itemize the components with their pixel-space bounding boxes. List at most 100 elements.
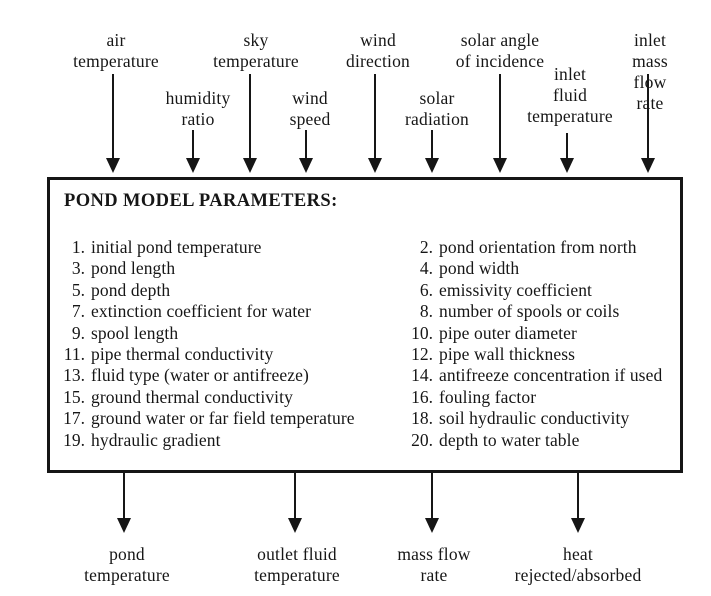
parameter-item: 10. pipe outer diameter	[399, 323, 662, 344]
parameter-number: 12.	[411, 344, 433, 365]
arrow-shaft	[112, 74, 114, 158]
parameter-item: 7. extinction coefficient for water	[51, 301, 355, 322]
parameter-number: 3.	[71, 258, 85, 279]
arrow-down-icon	[425, 158, 439, 173]
parameter-item: 17. ground water or far field temperature	[51, 408, 355, 429]
parameter-text: emissivity coefficient	[439, 279, 593, 300]
parameter-text: ground water or far field temperature	[91, 408, 355, 429]
parameter-item: 12. pipe wall thickness	[399, 344, 662, 365]
parameter-number: 14.	[411, 365, 433, 386]
parameter-item: 5.pond depth	[51, 280, 355, 301]
parameter-number: 6.	[419, 279, 433, 300]
arrow-shaft	[431, 130, 433, 158]
arrow-shaft	[305, 130, 307, 158]
output-label-heat-rejected-absorbed: heat rejected/absorbed	[514, 544, 642, 585]
arrow-down-icon	[560, 158, 574, 173]
parameter-item: 13. fluid type (water or antifreeze)	[51, 365, 355, 386]
arrow-down-icon	[368, 158, 382, 173]
parameter-number: 9.	[71, 322, 85, 343]
parameter-text: number of spools or coils	[439, 301, 620, 322]
parameter-number: 2.	[419, 237, 433, 257]
parameter-text: hydraulic gradient	[91, 429, 221, 450]
parameter-text: pond depth	[91, 279, 171, 300]
parameter-item: 20. depth to water table	[399, 430, 662, 451]
box-title: POND MODEL PARAMETERS:	[64, 191, 338, 211]
output-label-mass-flow-rate: mass flow rate	[397, 544, 471, 585]
parameter-item: 2. pond orientation from north	[399, 237, 662, 258]
input-arrow-wind-speed	[299, 130, 313, 173]
arrow-shaft	[566, 133, 568, 158]
arrow-shaft	[577, 473, 579, 518]
parameter-number: 4.	[419, 258, 433, 279]
parameter-item: 14. antifreeze concentration if used	[399, 365, 662, 386]
arrow-down-icon	[243, 158, 257, 173]
parameter-text: depth to water table	[439, 429, 580, 450]
input-arrow-sky-temperature	[243, 74, 257, 173]
parameter-text: pipe wall thickness	[439, 344, 576, 365]
parameter-item: 4. pond width	[399, 258, 662, 279]
input-label-wind-direction: wind direction	[346, 30, 410, 71]
parameter-number: 8.	[419, 301, 433, 322]
input-label-humidity-ratio: humidity ratio	[165, 88, 231, 129]
parameter-text: ground thermal conductivity	[91, 386, 293, 407]
arrow-down-icon	[299, 158, 313, 173]
parameter-number: 10.	[411, 322, 433, 343]
parameter-item: 11.pipe thermal conductivity	[51, 344, 355, 365]
input-label-wind-speed: wind speed	[289, 88, 331, 129]
parameter-text: antifreeze concentration if used	[439, 365, 663, 386]
parameter-number: 16.	[411, 386, 433, 407]
parameter-number: 15.	[63, 386, 85, 407]
input-label-inlet-fluid-temperature: inlet fluid temperature	[527, 64, 613, 126]
input-arrow-inlet-fluid-temperature	[560, 133, 574, 173]
parameter-number: 19.	[63, 429, 85, 450]
parameter-item: 6. emissivity coefficient	[399, 280, 662, 301]
parameter-item: 16.fouling factor	[399, 387, 662, 408]
arrow-down-icon	[106, 158, 120, 173]
arrow-down-icon	[288, 518, 302, 533]
arrow-shaft	[431, 473, 433, 518]
arrow-shaft	[499, 74, 501, 158]
parameter-number: 13.	[63, 365, 85, 386]
parameter-item: 18.soil hydraulic conductivity	[399, 408, 662, 429]
parameter-number: 7.	[71, 301, 85, 322]
arrow-down-icon	[186, 158, 200, 173]
output-arrow-pond-temperature	[117, 473, 131, 533]
arrow-down-icon	[641, 158, 655, 173]
parameter-text: extinction coefficient for water	[91, 301, 312, 322]
parameter-text: spool length	[91, 322, 179, 343]
input-label-solar-radiation: solar radiation	[405, 88, 469, 129]
input-arrow-inlet-mass-flow-rate	[641, 74, 655, 173]
parameter-number: 17.	[63, 408, 85, 429]
arrow-shaft	[249, 74, 251, 158]
parameter-item: 3. pond length	[51, 258, 355, 279]
parameter-text: fluid type (water or antifreeze)	[91, 365, 309, 386]
output-arrow-mass-flow-rate	[425, 473, 439, 533]
parameter-number: 1.	[71, 237, 85, 257]
arrow-down-icon	[117, 518, 131, 533]
input-arrow-solar-radiation	[425, 130, 439, 173]
arrow-down-icon	[493, 158, 507, 173]
parameter-text: pond orientation from north	[439, 237, 637, 257]
input-arrow-humidity-ratio	[186, 130, 200, 173]
output-label-outlet-fluid-temperature: outlet fluid temperature	[254, 544, 340, 585]
parameter-text: pipe outer diameter	[439, 322, 577, 343]
arrow-down-icon	[571, 518, 585, 533]
pond-model-parameters-box: POND MODEL PARAMETERS: 1. initial pond te…	[47, 177, 683, 473]
parameter-text: initial pond temperature	[91, 237, 262, 257]
parameter-item: 1. initial pond temperature	[51, 237, 355, 258]
parameter-item: 19. hydraulic gradient	[51, 430, 355, 451]
arrow-shaft	[123, 473, 125, 518]
input-arrow-solar-angle-of-incidence	[493, 74, 507, 173]
output-arrow-outlet-fluid-temperature	[288, 473, 302, 533]
parameter-item: 8. number of spools or coils	[399, 301, 662, 322]
parameter-text: pond length	[91, 258, 176, 279]
parameter-number: 18.	[411, 408, 433, 429]
parameter-text: pond width	[439, 258, 520, 279]
arrow-shaft	[192, 130, 194, 158]
input-label-inlet-mass-flow-rate: inlet mass flow rate	[632, 30, 668, 113]
input-label-air-temperature: air temperature	[73, 30, 159, 71]
output-arrow-heat-rejected-absorbed	[571, 473, 585, 533]
input-arrow-wind-direction	[368, 74, 382, 173]
parameter-number: 20.	[411, 429, 433, 450]
